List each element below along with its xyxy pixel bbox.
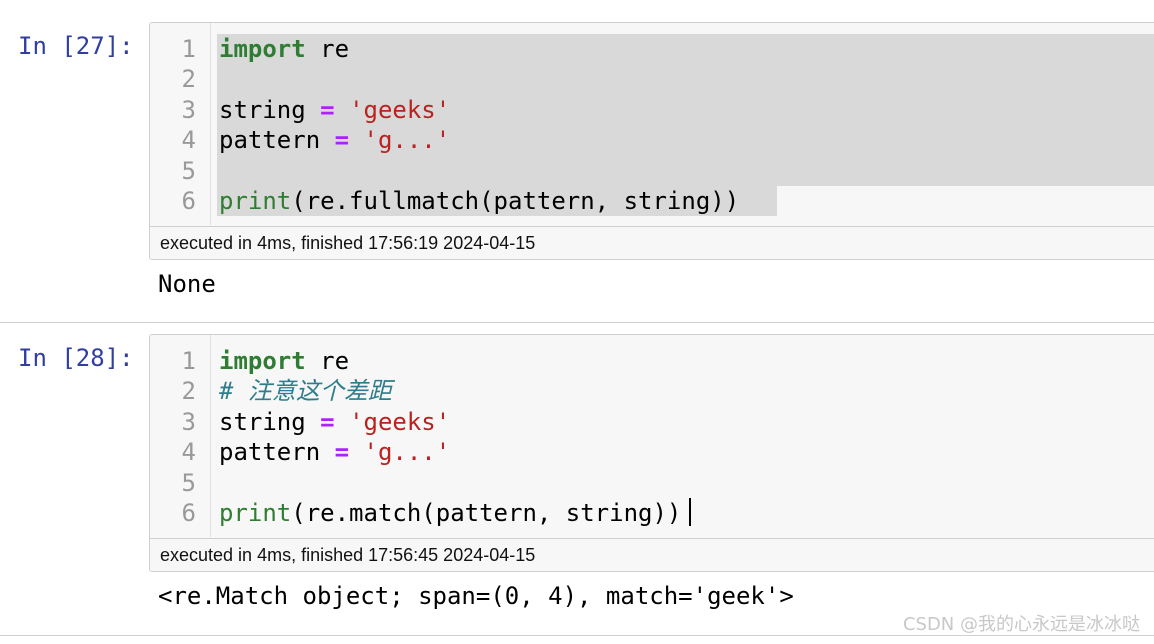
code-token: string <box>219 407 321 436</box>
line-number: 4 <box>181 126 196 155</box>
code-line[interactable]: import re <box>219 346 349 376</box>
line-number: 4 <box>181 438 196 467</box>
cell-prompt: In [28]: <box>18 344 134 372</box>
code-input-area[interactable]: executed in 4ms, finished 17:56:45 2024-… <box>149 334 1154 572</box>
line-number: 5 <box>181 156 196 185</box>
code-token <box>349 438 363 466</box>
code-line[interactable]: string = 'geeks' <box>219 95 450 125</box>
line-number: 3 <box>181 407 196 436</box>
code-token: print <box>219 187 292 215</box>
execution-info: executed in 4ms, finished 17:56:45 2024-… <box>150 538 1154 571</box>
cell-prompt: In [27]: <box>18 32 134 60</box>
code-line[interactable]: import re <box>219 34 349 64</box>
code-token: print <box>219 499 292 527</box>
code-token: 'geeks' <box>349 407 451 436</box>
code-token: = <box>334 126 350 155</box>
line-number-gutter <box>150 335 211 537</box>
code-token: (re.match(pattern, string)) <box>291 499 682 527</box>
code-token: 'geeks' <box>349 95 451 124</box>
code-input-area[interactable]: executed in 4ms, finished 17:56:19 2024-… <box>149 22 1154 260</box>
line-number-gutter <box>150 23 211 225</box>
code-line[interactable]: pattern = 'g...' <box>219 125 450 155</box>
code-line[interactable]: print(re.match(pattern, string)) <box>219 498 692 528</box>
code-token: import <box>219 35 306 63</box>
line-number: 6 <box>181 499 196 527</box>
code-token: import <box>219 347 306 375</box>
code-token <box>349 126 363 154</box>
notebook-cell-28[interactable]: In [28]: executed in 4ms, finished 17:56… <box>0 323 1154 635</box>
line-number: 2 <box>181 377 196 406</box>
selection-highlight <box>217 186 777 216</box>
line-number: 1 <box>181 347 196 375</box>
code-line[interactable]: # 注意这个差距 <box>219 376 392 406</box>
line-number: 6 <box>181 187 196 215</box>
code-token <box>335 96 349 124</box>
code-token: # 注意这个差距 <box>219 377 392 406</box>
cell-separator <box>0 635 1154 636</box>
code-token: re <box>305 347 350 375</box>
line-number: 2 <box>181 65 196 94</box>
code-token: re <box>305 35 350 63</box>
cell-output: None <box>158 270 216 298</box>
line-number: 5 <box>181 468 196 497</box>
cell-separator <box>0 322 1154 323</box>
code-token: = <box>334 438 350 467</box>
code-token: = <box>320 407 335 436</box>
line-number: 1 <box>181 35 196 63</box>
notebook-cell-27[interactable]: In [27]: executed in 4ms, finished 17:56… <box>0 0 1154 322</box>
code-token: string <box>219 95 321 124</box>
watermark: CSDN @我的心永远是冰冰哒 <box>902 614 1140 635</box>
code-token: 'g...' <box>363 438 451 467</box>
code-token: 'g...' <box>363 126 451 155</box>
code-token: pattern <box>219 126 335 155</box>
selection-highlight <box>217 34 1154 186</box>
code-line[interactable]: print(re.fullmatch(pattern, string)) <box>219 186 754 216</box>
code-token: = <box>320 95 335 124</box>
code-token <box>335 408 349 436</box>
execution-info: executed in 4ms, finished 17:56:19 2024-… <box>150 226 1154 259</box>
cell-output: <re.Match object; span=(0, 4), match='ge… <box>158 582 794 610</box>
line-number: 3 <box>181 95 196 124</box>
code-editor[interactable] <box>211 335 1154 537</box>
code-token: (re.fullmatch(pattern, string)) <box>291 187 754 215</box>
text-cursor <box>689 498 692 526</box>
code-token: pattern <box>219 438 335 467</box>
code-line[interactable]: string = 'geeks' <box>219 407 450 437</box>
code-editor[interactable] <box>211 23 1154 225</box>
code-line[interactable]: pattern = 'g...' <box>219 437 450 467</box>
